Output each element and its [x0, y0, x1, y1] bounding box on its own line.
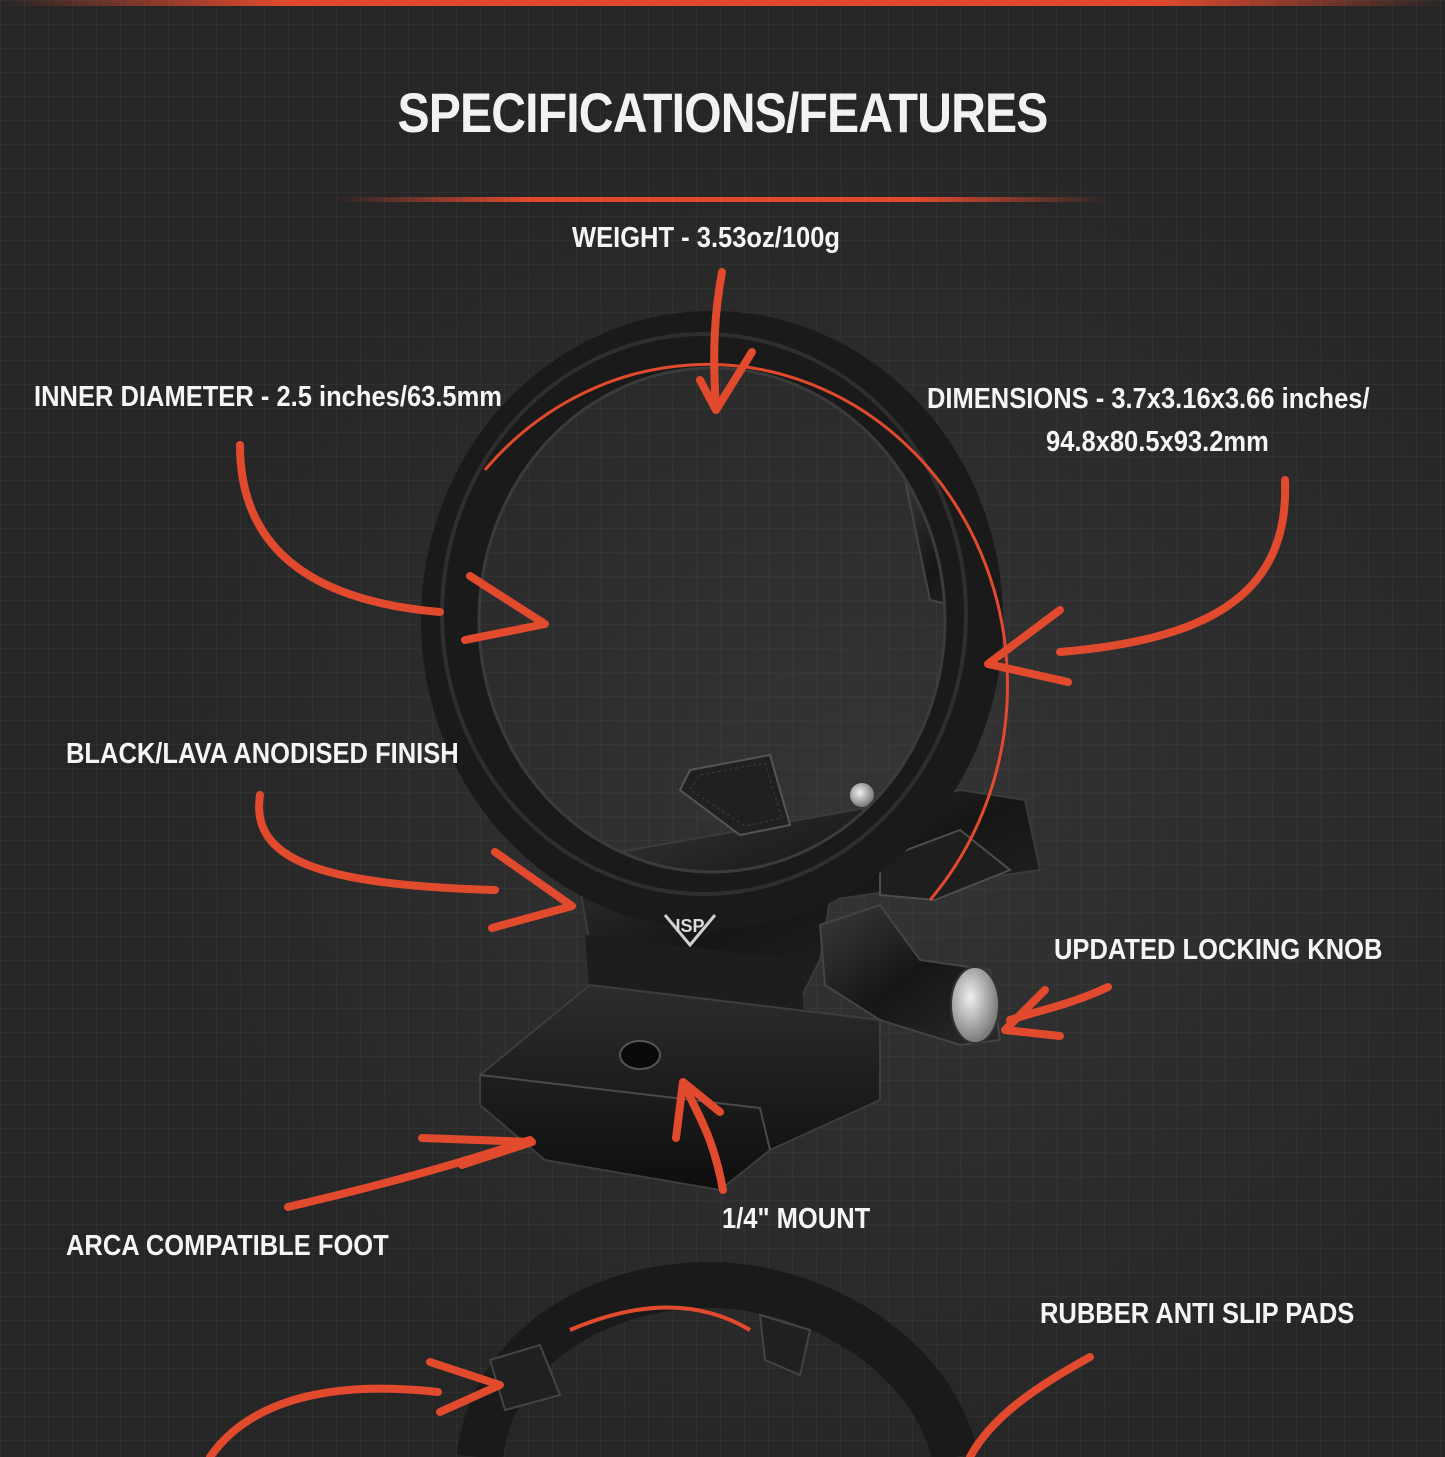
arrow-inner-diameter [236, 441, 549, 644]
label-mount: 1/4" MOUNT [722, 1203, 871, 1235]
label-dimensions-line1: DIMENSIONS - 3.7x3.16x3.66 inches/ [927, 383, 1370, 415]
rubber-pad-front [678, 753, 792, 837]
label-locking-knob: UPDATED LOCKING KNOB [1054, 934, 1383, 966]
arrow-dimensions [984, 476, 1290, 686]
page-title: SPECIFICATIONS/FEATURES [397, 81, 1048, 144]
label-foot: ARCA COMPATIBLE FOOT [66, 1230, 389, 1262]
rubber-pad-side [879, 828, 1012, 902]
arrow-mount [672, 1078, 727, 1194]
top-accent-rule [0, 0, 1445, 6]
arrow-locking-knob [1001, 983, 1112, 1040]
screw-head [850, 783, 874, 807]
locking-knob [818, 903, 1002, 1047]
tripod-ring-secondary [457, 1261, 978, 1457]
arrow-finish [255, 791, 576, 932]
label-inner-diameter: INNER DIAMETER - 2.5 inches/63.5mm [34, 381, 503, 413]
quarter-inch-hole [619, 1040, 661, 1070]
title-underline [335, 197, 1110, 202]
arrow-foot [284, 1134, 536, 1211]
label-weight: WEIGHT - 3.53oz/100g [572, 222, 841, 254]
label-dimensions-line2: 94.8x80.5x93.2mm [1046, 426, 1269, 458]
arrow-weight [696, 268, 756, 414]
brand-logo: ISP [663, 914, 717, 948]
label-finish: BLACK/LAVA ANODISED FINISH [66, 738, 459, 770]
arrow-pads [206, 1353, 1094, 1457]
label-pads: RUBBER ANTI SLIP PADS [1040, 1298, 1355, 1330]
svg-text:ISP: ISP [675, 916, 704, 936]
